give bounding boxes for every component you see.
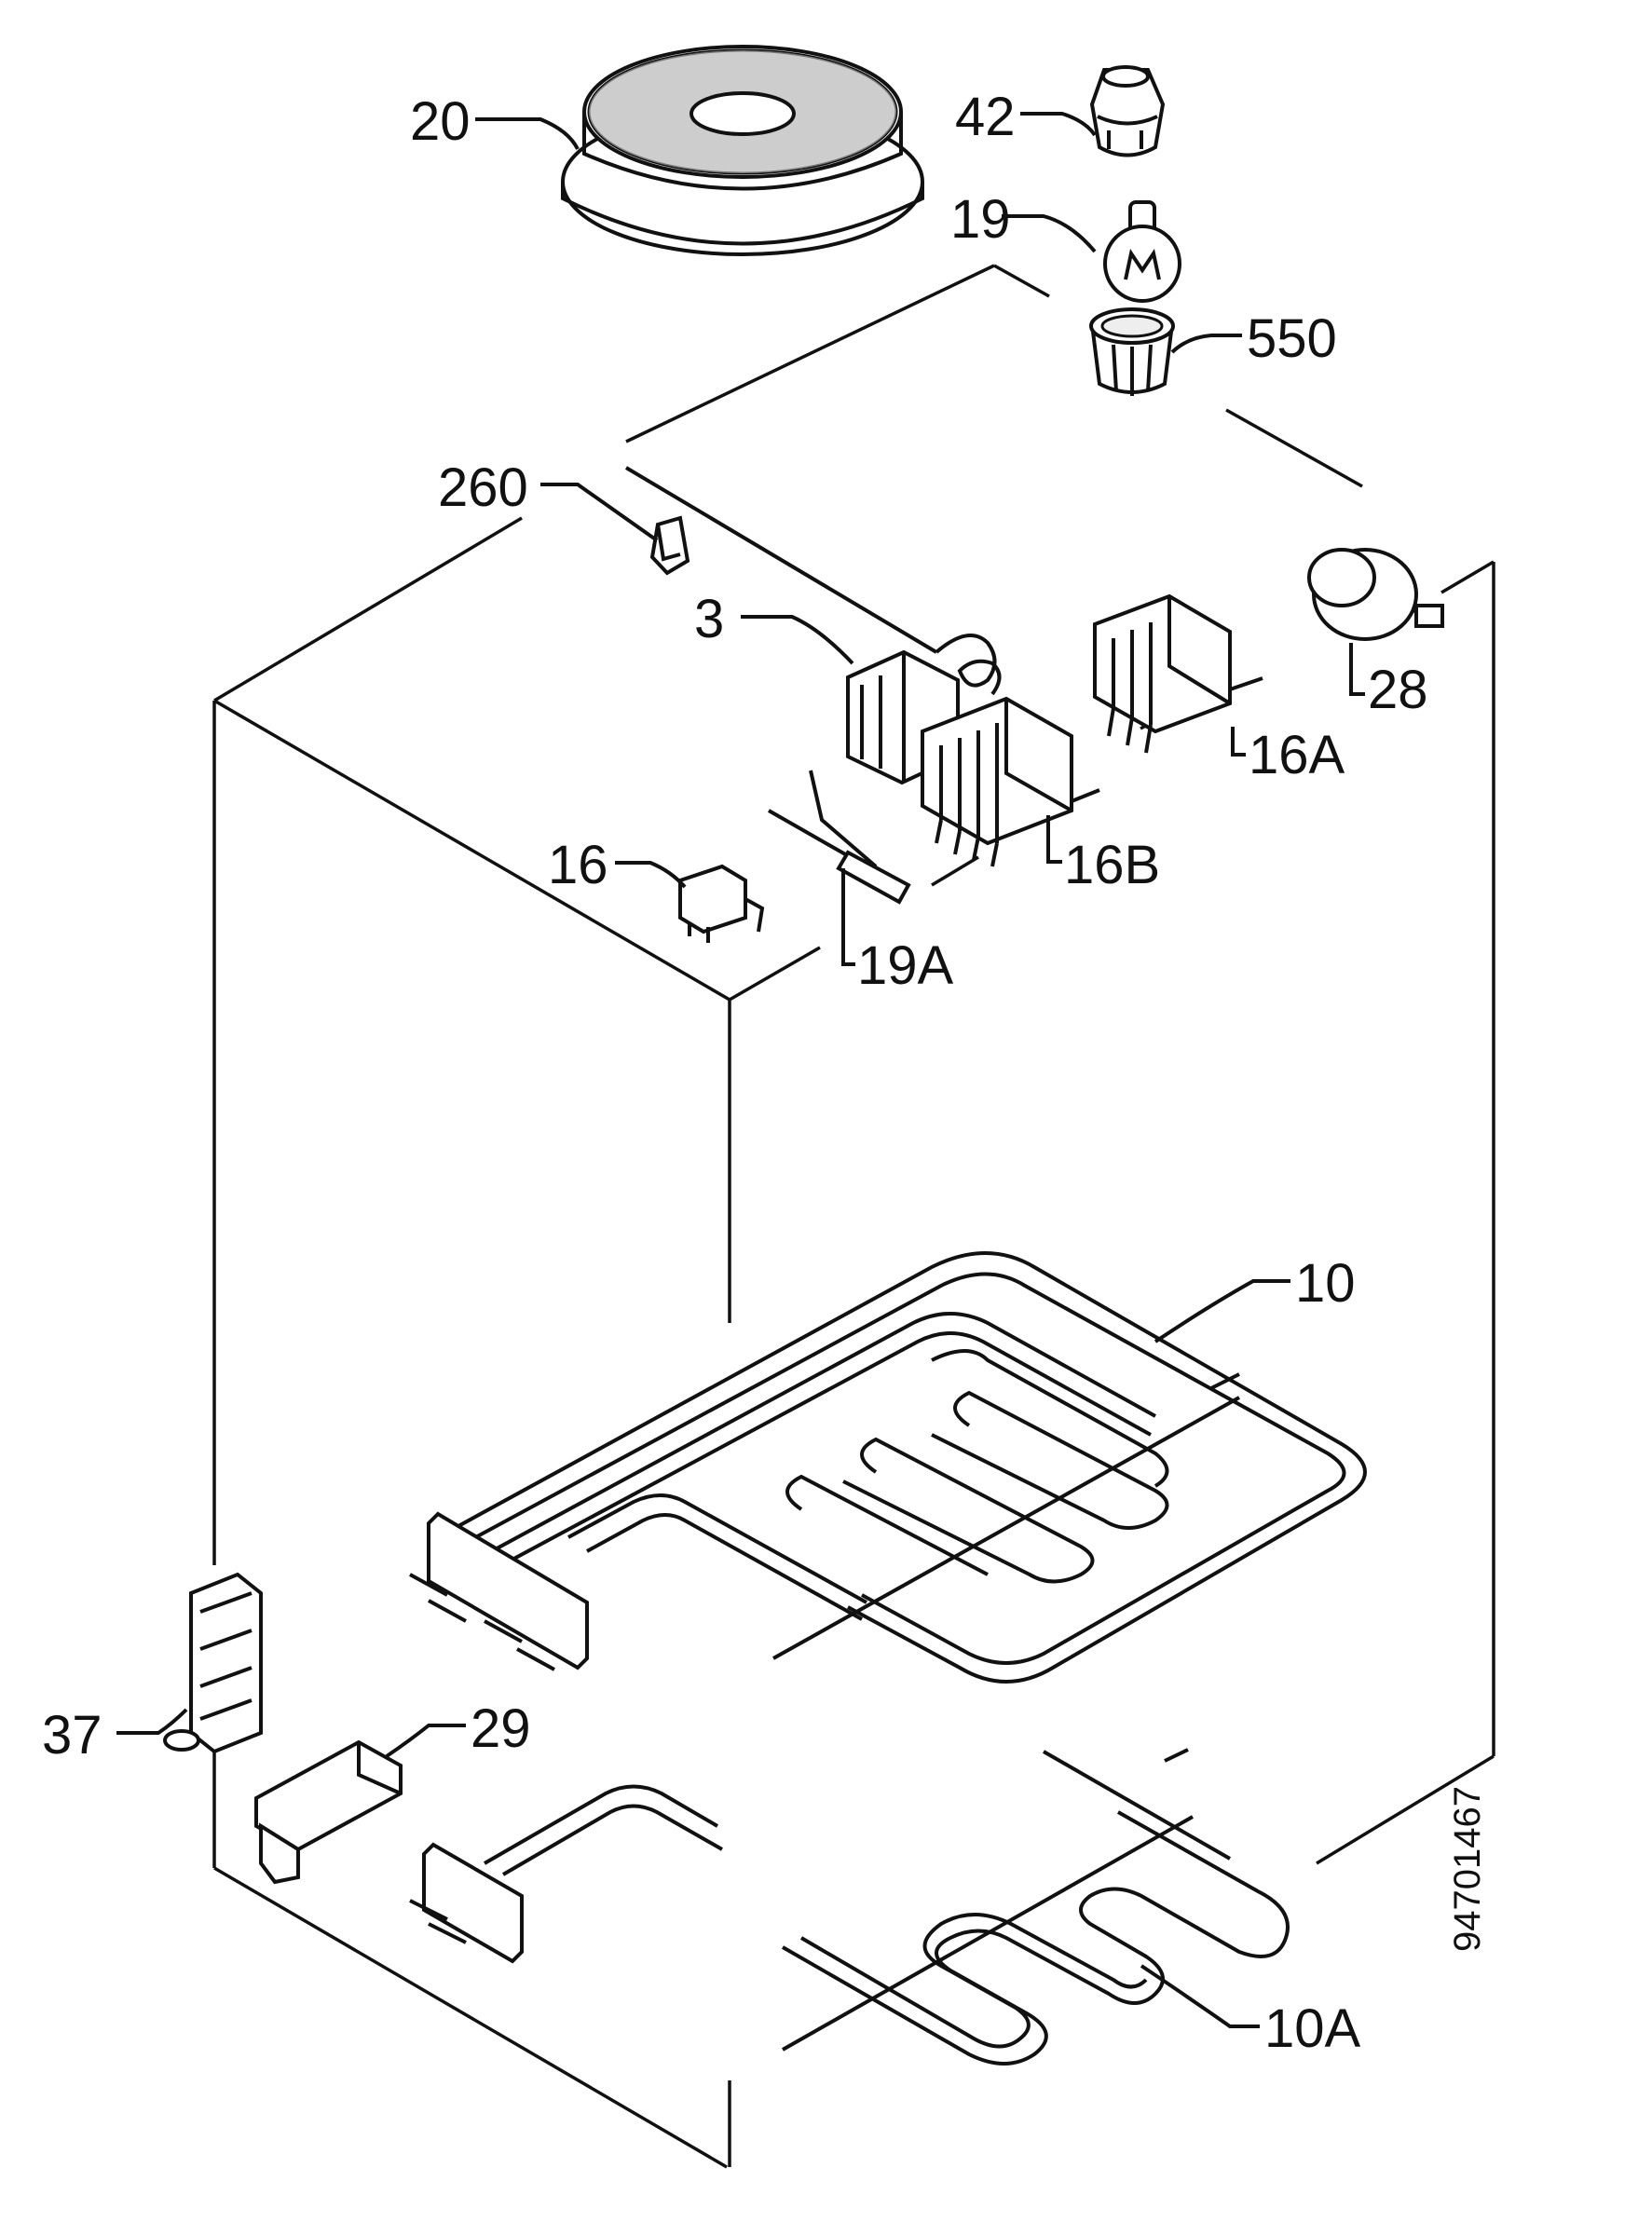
label-29: 29 [471,1698,531,1759]
leader-lines [116,112,1365,2028]
label-3: 3 [694,589,724,649]
terminal-block-part-29 [254,1739,403,1885]
sensor-probe-part-19A [768,770,911,905]
label-19A: 19A [857,935,954,996]
lamp-holder-part-550 [1089,307,1175,396]
label-19: 19 [950,189,1011,250]
push-switch-part-16 [678,864,765,943]
label-16B: 16B [1064,835,1160,895]
selector-switch-part-16B [921,696,1100,867]
label-260: 260 [438,457,528,518]
drawing-number: 94701467 [1447,1786,1488,1952]
cabinet-outline [212,264,1495,2169]
door-switch-part-37 [163,1572,263,1754]
knob-part-28 [1307,548,1444,641]
clip-part-260 [649,515,690,576]
label-28: 28 [1368,660,1428,720]
label-20: 20 [410,91,471,152]
hotplate-part-20 [561,45,924,256]
grill-element-part-10 [409,1251,1367,1684]
label-10: 10 [1295,1253,1356,1314]
label-16: 16 [548,835,608,895]
bottom-element-part-10A [409,1748,1290,2066]
label-550: 550 [1247,308,1337,369]
lamp-cover-part-42 [1089,65,1166,157]
label-10A: 10A [1264,1998,1361,2059]
lamp-bulb-part-19 [1103,200,1181,303]
part-labels: 20 42 19 550 260 3 28 16A 16B 16 19A 10 … [42,87,1488,2059]
switch-part-16A [1093,593,1263,754]
label-16A: 16A [1249,725,1345,785]
label-42: 42 [955,87,1016,147]
label-37: 37 [42,1705,102,1766]
